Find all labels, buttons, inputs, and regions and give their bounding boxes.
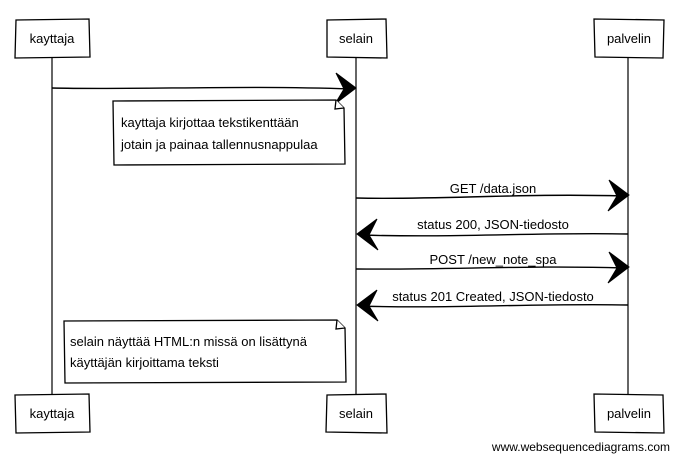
message-label: POST /new_note_spa (430, 252, 558, 267)
actor-box-bottom-selain: selain (325, 393, 388, 434)
lifeline-palvelin (627, 57, 629, 395)
actor-label: selain (339, 406, 373, 421)
message-label: status 201 Created, JSON-tiedosto (392, 289, 594, 304)
message-2: GET /data.json (355, 179, 630, 212)
watermark-text: www.websequencediagrams.com (491, 440, 670, 454)
note-line: kayttaja kirjottaa tekstikenttään (121, 115, 299, 130)
arrowhead-right (607, 179, 630, 212)
lifeline-kayttaja (51, 57, 53, 395)
actor-label: selain (339, 31, 373, 46)
note-line: käyttäjän kirjoittama teksti (70, 355, 219, 370)
message-5: status 201 Created, JSON-tiedosto (356, 289, 629, 322)
actor-label: kayttaja (30, 31, 76, 46)
message-label: status 200, JSON-tiedosto (417, 217, 569, 232)
actor-label: palvelin (607, 406, 651, 421)
message-label: GET /data.json (450, 181, 536, 196)
actor-label: kayttaja (30, 406, 76, 421)
message-4: POST /new_note_spa (355, 251, 630, 284)
note-2: selain näyttää HTML:n missä on lisättynä… (63, 319, 347, 384)
actor-box-bottom-kayttaja: kayttaja (14, 393, 91, 434)
actor-box-top-selain: selain (326, 18, 388, 59)
arrowhead-left (356, 289, 379, 322)
note-line: jotain ja painaa tallennusnappulaa (120, 137, 318, 152)
actor-label: palvelin (607, 31, 651, 46)
actor-box-bottom-palvelin: palvelin (593, 393, 665, 434)
note-1: kayttaja kirjottaa tekstikenttään jotain… (112, 99, 346, 166)
message-1 (51, 72, 357, 105)
message-3: status 200, JSON-tiedosto (356, 217, 629, 251)
actor-box-top-palvelin: palvelin (593, 18, 665, 59)
actor-box-top-kayttaja: kayttaja (14, 18, 91, 59)
lifeline-selain (355, 57, 357, 395)
arrowhead-left (356, 218, 379, 251)
note-line: selain näyttää HTML:n missä on lisättynä (70, 334, 308, 349)
arrowhead-right (607, 251, 630, 284)
